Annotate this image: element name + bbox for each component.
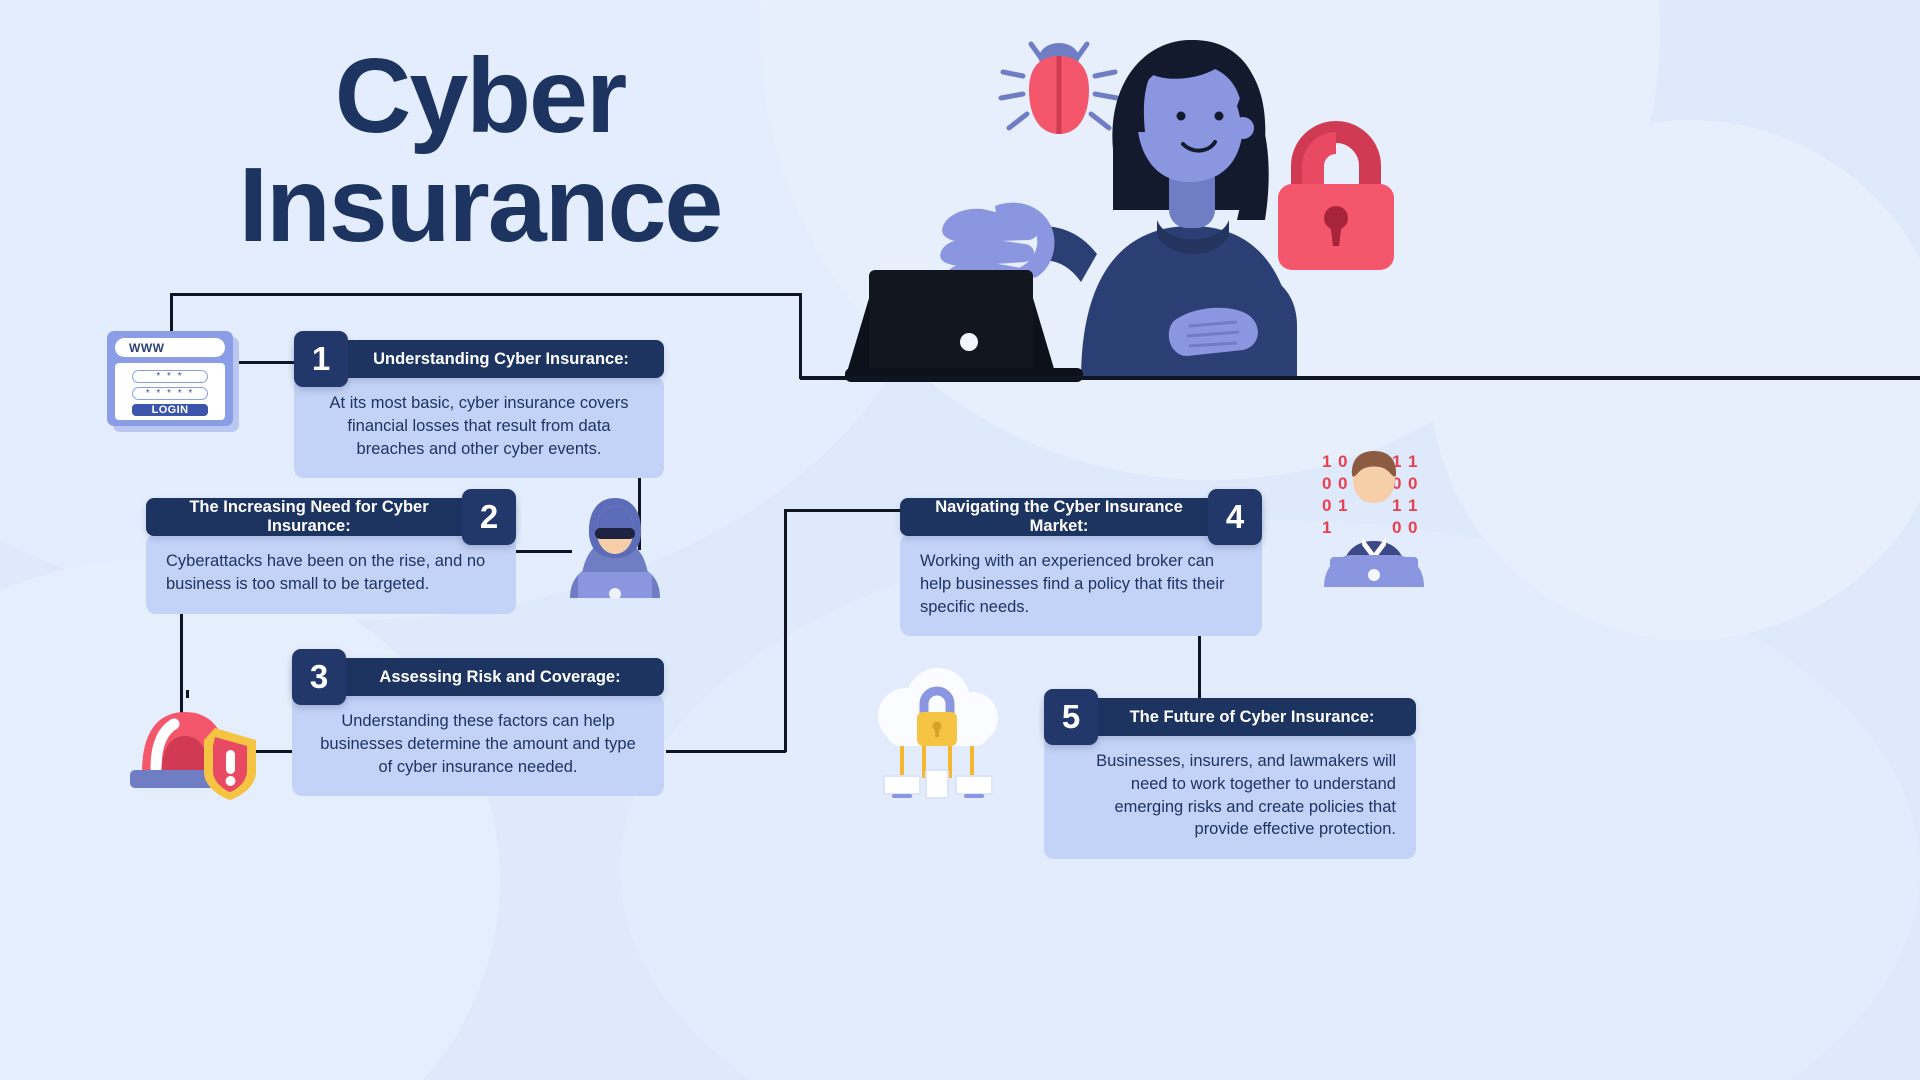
connector-line: [784, 509, 787, 752]
svg-text:1: 1: [1322, 518, 1331, 537]
card-5[interactable]: 5 The Future of Cyber Insurance: Busines…: [1044, 689, 1416, 860]
connector-line: [170, 293, 802, 296]
person-binary-code-icon: 10 00 01 1 11 00 11 00 10: [1320, 445, 1428, 591]
svg-text:1: 1: [1408, 496, 1417, 515]
connector-line: [666, 750, 786, 753]
card-1-heading: Understanding Cyber Insurance:: [373, 349, 629, 368]
svg-text:1: 1: [1408, 452, 1417, 471]
svg-text:0: 0: [1392, 474, 1401, 493]
connector-line: [494, 550, 572, 553]
woman-at-laptop-illustration: [845, 20, 1485, 390]
password-field-2: * * * * *: [132, 387, 208, 400]
card-5-header: 5 The Future of Cyber Insurance:: [1044, 689, 1416, 745]
card-2-body: Cyberattacks have been on the rise, and …: [146, 534, 516, 614]
connector-line: [234, 361, 294, 364]
login-form-panel: * * * * * * * * LOGIN: [115, 363, 225, 420]
card-2-header: 2 The Increasing Need for Cyber Insuranc…: [146, 489, 516, 545]
svg-text:0: 0: [1408, 518, 1417, 537]
login-window-icon: WWW * * * * * * * * LOGIN: [107, 331, 239, 432]
card-1-body: At its most basic, cyber insurance cover…: [294, 376, 664, 479]
card-5-heading: The Future of Cyber Insurance:: [1129, 707, 1375, 726]
computer-bug-icon: [995, 32, 1125, 144]
alarm-siren-warning-shield-icon: [118, 672, 260, 800]
connector-line: [1198, 618, 1201, 718]
card-4-body: Working with an experienced broker can h…: [900, 534, 1262, 637]
login-button: LOGIN: [132, 404, 208, 416]
card-1-number: 1: [294, 331, 348, 387]
card-5-body: Businesses, insurers, and lawmakers will…: [1044, 734, 1416, 860]
svg-text:1: 1: [1392, 496, 1401, 515]
card-1-header: 1 Understanding Cyber Insurance:: [294, 331, 664, 387]
url-bar: WWW: [115, 338, 225, 357]
connector-line: [799, 293, 802, 379]
card-3-body: Understanding these factors can help bus…: [292, 694, 664, 797]
card-4[interactable]: 4 Navigating the Cyber Insurance Market:…: [900, 489, 1262, 637]
card-5-number: 5: [1044, 689, 1098, 745]
connector-line: [170, 293, 173, 359]
svg-text:0: 0: [1322, 496, 1331, 515]
card-1[interactable]: 1 Understanding Cyber Insurance: At its …: [294, 331, 664, 479]
svg-text:1: 1: [1322, 452, 1331, 471]
login-window-frame: WWW * * * * * * * * LOGIN: [107, 331, 233, 426]
connector-line: [180, 606, 183, 752]
card-2-heading: The Increasing Need for Cyber Insurance:: [189, 498, 429, 535]
desk-line: [800, 376, 1920, 380]
svg-text:0: 0: [1322, 474, 1331, 493]
background-blob: [0, 560, 500, 1080]
card-4-header: 4 Navigating the Cyber Insurance Market:: [900, 489, 1262, 545]
password-field-1: * * *: [132, 370, 208, 383]
card-3-heading: Assessing Risk and Coverage:: [379, 667, 621, 686]
card-4-number: 4: [1208, 489, 1262, 545]
card-2[interactable]: 2 The Increasing Need for Cyber Insuranc…: [146, 489, 516, 614]
background-blob: [1430, 120, 1920, 640]
svg-text:0: 0: [1338, 452, 1347, 471]
card-3-number: 3: [292, 649, 346, 705]
svg-text:0: 0: [1392, 518, 1401, 537]
hooded-hacker-icon: [562, 494, 668, 616]
title-line-2: Insurance: [238, 146, 724, 265]
svg-text:1: 1: [1392, 452, 1401, 471]
card-2-number: 2: [462, 489, 516, 545]
connector-line: [784, 509, 922, 512]
page-title: Cyber Insurance: [150, 41, 810, 265]
card-3[interactable]: 3 Assessing Risk and Coverage: Understan…: [292, 649, 664, 797]
svg-text:1: 1: [1338, 496, 1347, 515]
card-3-header: 3 Assessing Risk and Coverage:: [292, 649, 664, 705]
svg-text:0: 0: [1338, 474, 1347, 493]
padlock-icon: [1262, 118, 1410, 270]
svg-text:0: 0: [1408, 474, 1417, 493]
card-4-heading: Navigating the Cyber Insurance Market:: [935, 498, 1183, 535]
cloud-lock-network-icon: [862, 666, 1012, 801]
connector-line: [638, 455, 641, 550]
title-line-1: Cyber: [334, 37, 627, 155]
